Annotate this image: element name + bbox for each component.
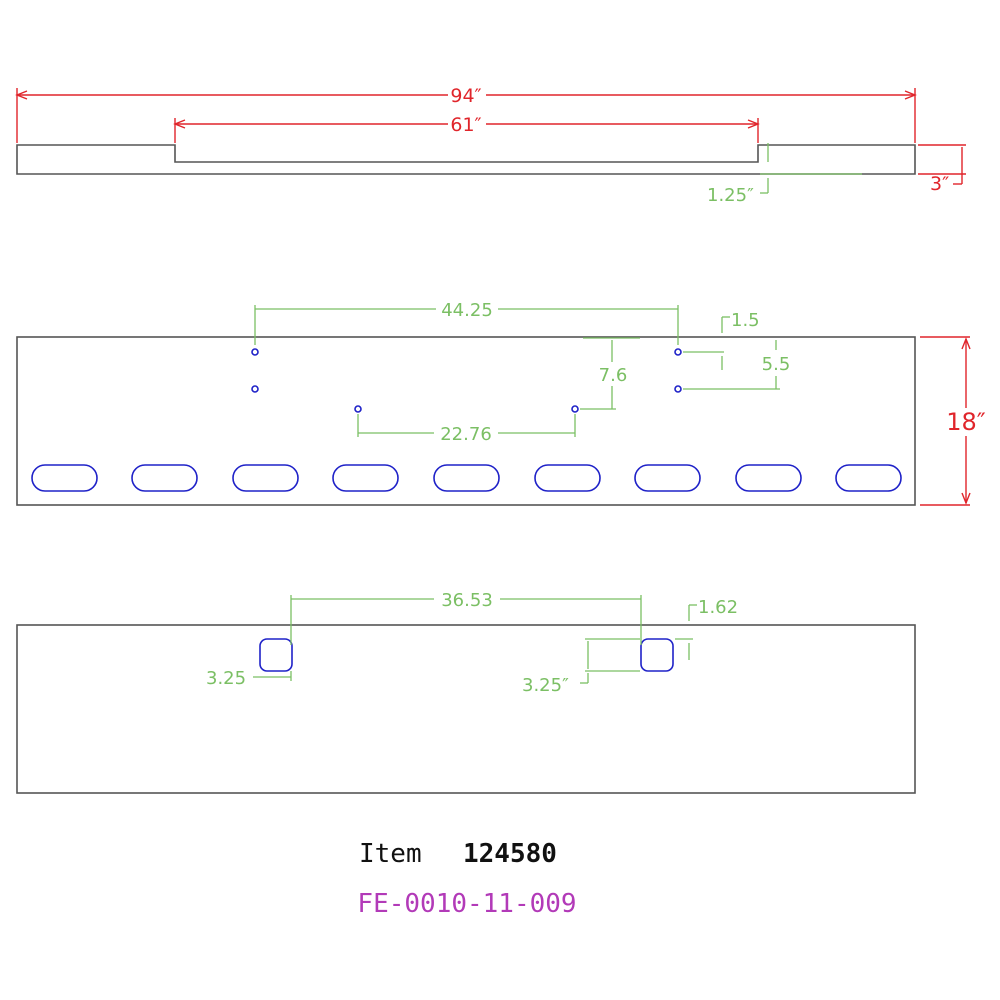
mounting-hole [354,405,362,413]
hole-spacing-label: 5.5 [762,354,791,375]
overall-length-label: 94″ [450,85,481,107]
slot [131,464,198,492]
slot [634,464,701,492]
lower-hole-span-dimension: 22.76 [357,414,576,445]
slot [332,464,399,492]
front-view: 44.25 22.76 7.6 1.5 [16,300,986,506]
side-height-dimension: 3″ [918,144,966,195]
overall-length-dimension: 94″ [15,85,917,143]
side-height-label: 3″ [930,173,949,195]
bottom-view: 36.53 1.62 3.25 3.25″ [16,590,916,794]
mounting-hole [674,348,682,356]
cutout-edge-offset-label: 1.62 [698,597,738,618]
notch-depth-dimension: 1.25″ [707,143,862,206]
part-number: FE-0010-11-009 [357,889,576,919]
front-height-label: 18″ [946,408,986,436]
hole-spacing-dimension: 5.5 [683,340,791,390]
side-view: 94″ 61″ 3″ 1.25″ [15,85,966,206]
slot [433,464,500,492]
cutout-size-right-label: 3.25″ [522,675,569,696]
side-view-outline [16,144,916,175]
slot [735,464,802,492]
front-height-dimension: 18″ [920,336,986,506]
cutout-span-dimension: 36.53 [290,590,642,645]
notch-length-label: 61″ [450,114,481,136]
slot-row [31,464,902,492]
slot [835,464,902,492]
cutout-size-right-dimension: 3.25″ [522,638,640,696]
edge-offset-dimension: 1.5 [683,310,760,370]
lower-hole-span-label: 22.76 [440,424,492,445]
mounting-hole [571,405,579,413]
upper-hole-span-dimension: 44.25 [254,300,679,345]
vertical-offset-label: 7.6 [599,365,628,386]
item-number: 124580 [463,839,557,869]
front-view-outline [16,336,916,506]
slot [534,464,601,492]
cutout-size-left-label: 3.25 [206,668,246,689]
vertical-offset-dimension: 7.6 [580,337,640,410]
title-block: Item 124580 FE-0010-11-009 [357,839,576,919]
square-cutout [259,638,293,672]
mounting-hole [251,348,259,356]
cutout-span-label: 36.53 [441,590,493,611]
square-cutout [640,638,674,672]
slot [31,464,98,492]
edge-offset-label: 1.5 [731,310,760,331]
slot [232,464,299,492]
bottom-view-outline [16,624,916,794]
item-label: Item [359,839,422,869]
upper-hole-span-label: 44.25 [441,300,493,321]
mounting-hole [251,385,259,393]
notch-length-dimension: 61″ [173,114,760,143]
mounting-hole [674,385,682,393]
cutout-size-left-dimension: 3.25 [206,668,292,689]
cutout-edge-offset-dimension: 1.62 [675,597,738,660]
notch-depth-label: 1.25″ [707,185,754,206]
